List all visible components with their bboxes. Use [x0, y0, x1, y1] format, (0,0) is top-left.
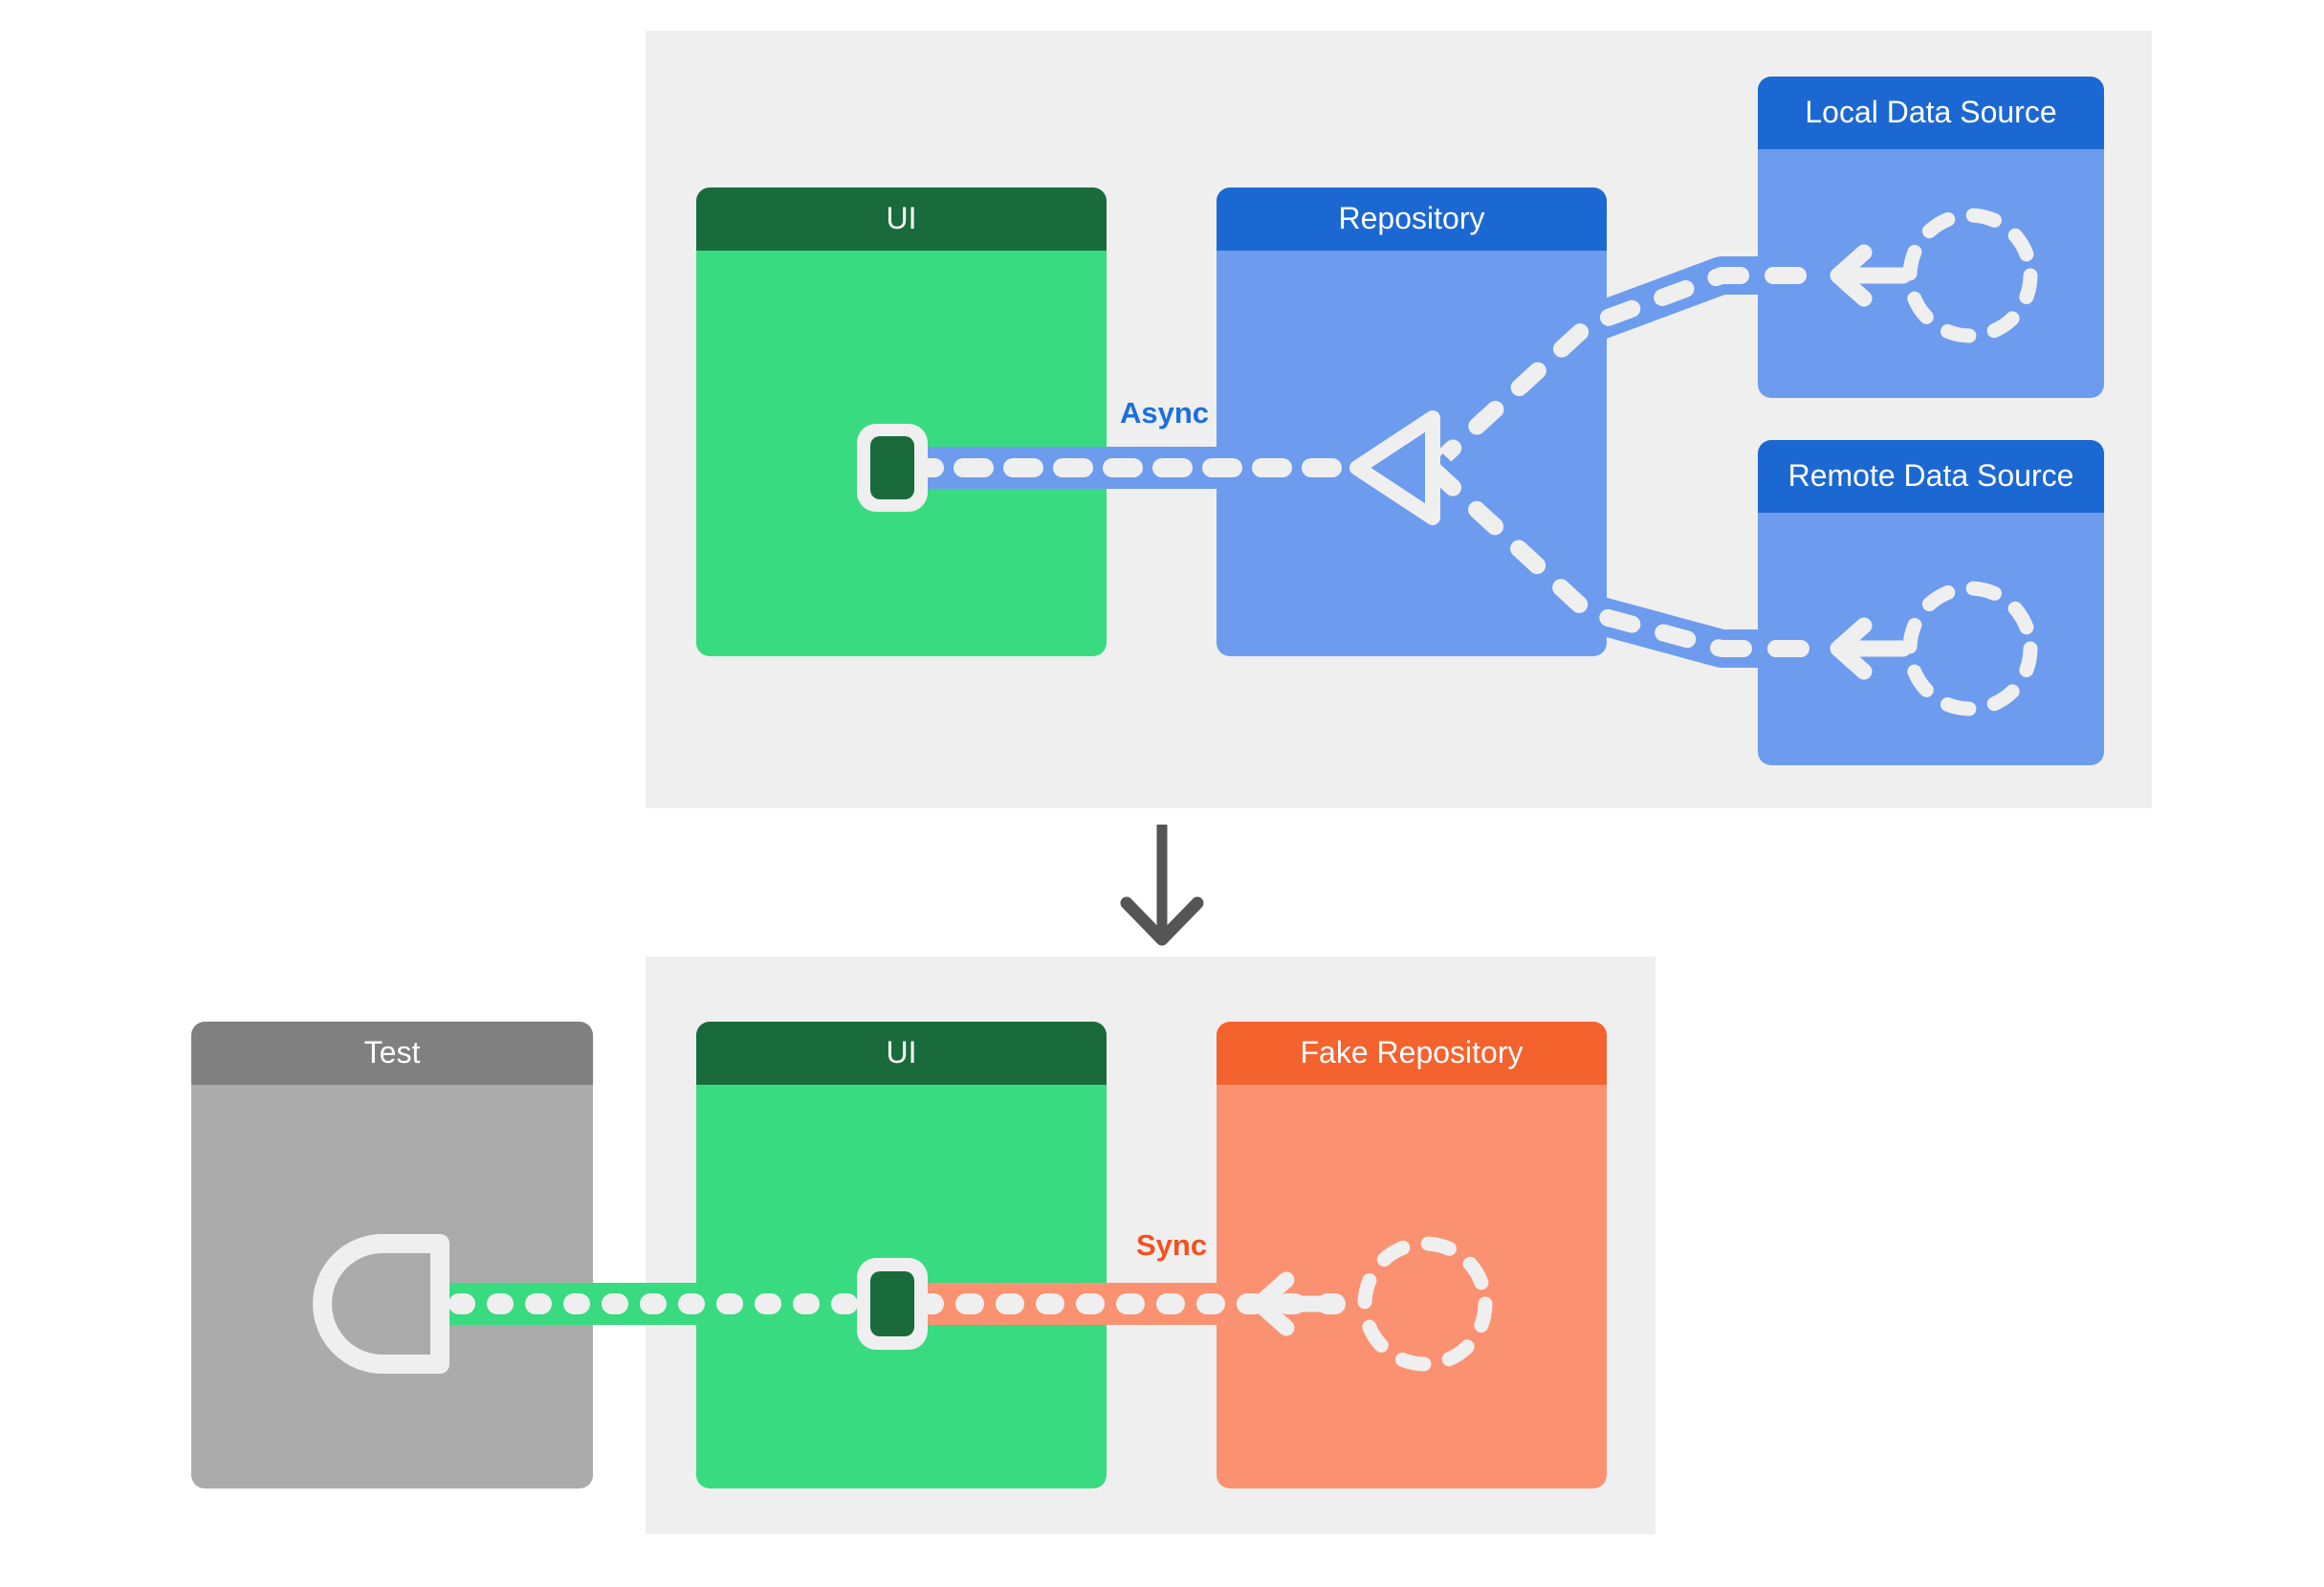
- node-ui-production-body: [696, 251, 1107, 656]
- node-remote-data-source-body: [1758, 513, 2104, 765]
- node-fake-repository[interactable]: Fake Repository: [1217, 1022, 1607, 1488]
- node-local-data-source-body: [1758, 149, 2104, 398]
- node-test[interactable]: Test: [191, 1022, 593, 1488]
- node-ui-production[interactable]: UI: [696, 187, 1107, 656]
- edge-label-sync: Sync: [1129, 1226, 1216, 1265]
- edge-label-async: Async: [1112, 394, 1217, 432]
- node-ui-test[interactable]: UI: [696, 1022, 1107, 1488]
- node-remote-data-source-title: Remote Data Source: [1758, 440, 2104, 513]
- node-ui-production-title: UI: [696, 187, 1107, 251]
- down-arrow-icon: [1120, 825, 1204, 946]
- node-local-data-source[interactable]: Local Data Source: [1758, 77, 2104, 398]
- node-local-data-source-title: Local Data Source: [1758, 77, 2104, 149]
- node-repository-title: Repository: [1217, 187, 1607, 251]
- node-remote-data-source[interactable]: Remote Data Source: [1758, 440, 2104, 765]
- node-fake-repository-title: Fake Repository: [1217, 1022, 1607, 1085]
- node-ui-test-body: [696, 1085, 1107, 1488]
- node-repository[interactable]: Repository: [1217, 187, 1607, 656]
- node-repository-body: [1217, 251, 1607, 656]
- node-test-title: Test: [191, 1022, 593, 1085]
- node-fake-repository-body: [1217, 1085, 1607, 1488]
- node-test-body: [191, 1085, 593, 1488]
- node-ui-test-title: UI: [696, 1022, 1107, 1085]
